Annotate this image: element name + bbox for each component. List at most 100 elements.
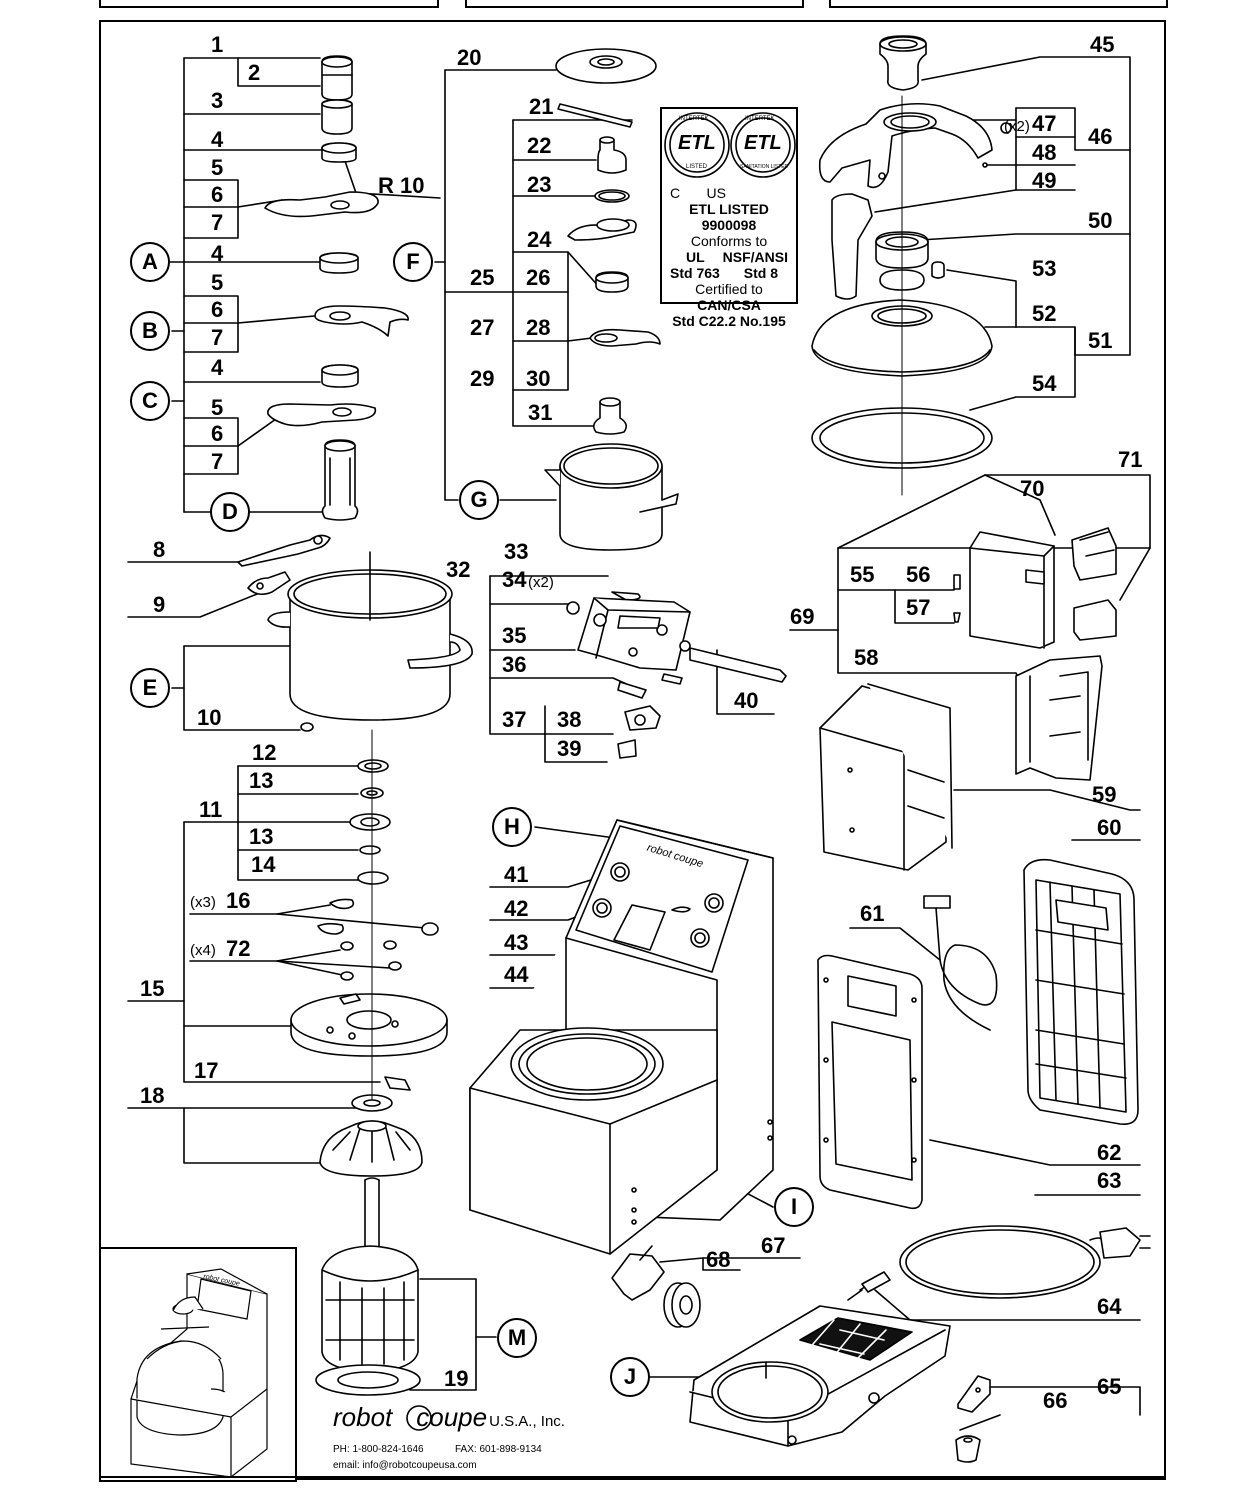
part-number-49: 49	[1032, 168, 1057, 193]
part-number-56: 56	[906, 562, 931, 587]
thumbnail-drawing	[130, 1268, 268, 1478]
part-number-35: 35	[502, 623, 527, 648]
header-box-middle	[465, 0, 804, 8]
part-number-11: 11	[199, 797, 223, 822]
part-number-4: 4	[211, 241, 224, 266]
part-number-57: 57	[906, 595, 931, 620]
part-number-62: 62	[1097, 1140, 1122, 1165]
part-number-28: 28	[526, 315, 551, 340]
assembly-c: C	[130, 381, 170, 421]
part-number-33: 33	[504, 539, 529, 564]
etl-logo-text-left-top: INTERTEK	[679, 116, 709, 122]
part-number-22: 22	[527, 133, 552, 158]
part-number-21: 21	[529, 94, 554, 119]
feet-65-66	[955, 1375, 991, 1463]
part-number-5: 5	[211, 270, 224, 295]
qty-34: (x2)	[528, 574, 554, 591]
part-number-46: 46	[1088, 124, 1113, 149]
etl-line2: Conforms to	[690, 233, 768, 249]
part-number-39: 39	[557, 736, 582, 761]
assembly-e: E	[130, 668, 170, 708]
part-number-8: 8	[153, 537, 166, 562]
qty-16: (x3)	[190, 894, 216, 911]
part-number-6: 6	[211, 182, 224, 207]
gasket-frame-62	[817, 954, 923, 1210]
part-number-13: 13	[249, 824, 274, 849]
diagram-frame	[99, 20, 1166, 1480]
part-number-24: 24	[527, 227, 552, 252]
part-number-51: 51	[1088, 328, 1113, 353]
part-number-23: 23	[527, 172, 552, 197]
fax-number: FAX: 601-898-9134	[455, 1444, 542, 1455]
part-number-50: 50	[1088, 208, 1113, 233]
part-number-59: 59	[1092, 782, 1117, 807]
part-number-7: 7	[211, 210, 224, 235]
part-number-68: 68	[706, 1247, 731, 1272]
etl-line3a: UL	[686, 249, 705, 265]
etl-line6: CAN/CSA	[697, 297, 761, 313]
part-number-53: 53	[1032, 256, 1057, 281]
part-number-10: 10	[197, 705, 222, 730]
part-number-14: 14	[251, 852, 276, 877]
electrical-parts	[819, 527, 1117, 871]
part-number-63: 63	[1097, 1168, 1122, 1193]
part-number-18: 18	[140, 1083, 165, 1108]
part-number-65: 65	[1097, 1374, 1122, 1399]
phone-number: PH: 1-800-824-1646	[333, 1444, 424, 1455]
base-unit	[469, 819, 774, 1255]
etl-logo-text-right-top: INTERTEK	[745, 116, 775, 122]
part-number-48: 48	[1032, 140, 1057, 165]
part-number-64: 64	[1097, 1294, 1122, 1319]
part-number-41: 41	[504, 862, 529, 887]
part-number-5: 5	[211, 155, 224, 180]
part-number-2: 2	[248, 60, 261, 85]
part-number-67: 67	[761, 1233, 786, 1258]
part-number-15: 15	[140, 976, 165, 1001]
part-number-5: 5	[211, 395, 224, 420]
part-number-38: 38	[557, 707, 582, 732]
bottom-rule	[99, 1476, 1166, 1478]
lid-assembly-parts	[811, 35, 1012, 469]
part-number-7: 7	[211, 325, 224, 350]
part-number-26: 26	[526, 265, 551, 290]
part-number-27: 27	[470, 315, 495, 340]
logo-brand-a: robot	[333, 1402, 393, 1432]
assembly-g: G	[459, 480, 499, 520]
part-number-17: 17	[194, 1058, 219, 1083]
assembly-b: B	[130, 311, 170, 351]
etl-line3b: NSF/ANSI	[722, 249, 788, 265]
part-number-72: 72	[226, 936, 251, 961]
part-number-7: 7	[211, 449, 224, 474]
etl-line7: Std C22.2 No.195	[672, 313, 786, 329]
part-number-58: 58	[854, 645, 879, 670]
part-number-6: 6	[211, 421, 224, 446]
part-number-4: 4	[211, 127, 224, 152]
part-number-31: 31	[528, 400, 553, 425]
part-number-19: 19	[444, 1366, 469, 1391]
cable-61	[923, 895, 998, 1031]
assembled-unit-thumbnail: robot coupe	[99, 1247, 297, 1482]
part-number-45: 45	[1090, 32, 1115, 57]
part-number-60: 60	[1097, 815, 1122, 840]
etl-c: C	[670, 185, 681, 201]
part-number-43: 43	[504, 930, 529, 955]
part-number-1: 1	[211, 32, 224, 57]
part-number-52: 52	[1032, 301, 1057, 326]
part-number-47: 47	[1032, 111, 1057, 136]
etl-mark-left: ETL	[678, 132, 716, 154]
part-number-66: 66	[1043, 1388, 1068, 1413]
part-number-6: 6	[211, 297, 224, 322]
switch-housing-parts	[566, 591, 787, 759]
part-number-12: 12	[252, 740, 277, 765]
part-number-13: 13	[249, 768, 274, 793]
qty-47: (x2)	[1004, 118, 1030, 135]
part-number-55: 55	[850, 562, 875, 587]
feet-parts	[611, 1245, 701, 1328]
part-number-42: 42	[504, 896, 529, 921]
etl-line1: ETL LISTED 9900098	[689, 201, 769, 233]
rear-panel-60	[1023, 858, 1139, 1126]
header-box-right	[829, 0, 1168, 8]
etl-line4b: Std 8	[743, 265, 778, 281]
